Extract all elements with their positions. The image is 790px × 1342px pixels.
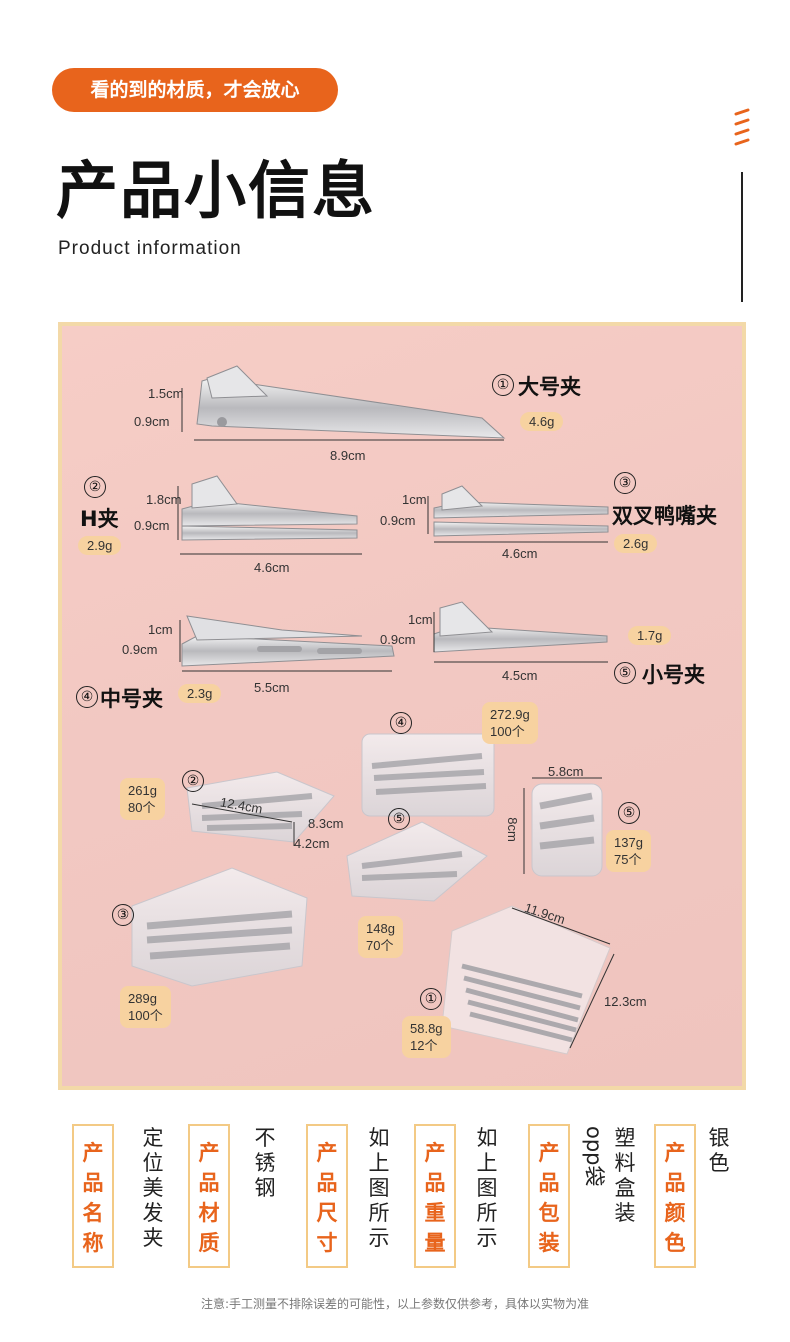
clip5-name: 小号夹 [642,663,705,687]
bag1-width: 12.3cm [604,994,647,1009]
clip2-number: ② [84,476,106,498]
clip5-length: 4.5cm [502,668,538,683]
box5-weight: 148g 70个 [358,916,403,958]
clip-medium [179,615,395,672]
jar5-diameter: 5.8cm [548,764,584,779]
bag1-number: ① [420,988,442,1010]
clip2-thickness: 0.9cm [134,518,170,533]
clip1-thickness: 0.9cm [134,414,170,429]
spec-label-packaging: 产品包装 [538,1141,560,1255]
product-photo: 1.5cm 0.9cm 8.9cm ① 大号夹 4.6g ② H夹 2.9g 1… [58,322,746,1090]
clip1-length: 8.9cm [330,448,366,463]
clip5-weight: 1.7g [628,626,672,645]
clip-double-fork [427,485,609,543]
box-5 [346,821,488,902]
spec-label-name: 产品名称 [82,1141,104,1255]
clip5-height: 1cm [408,612,433,627]
bag1-weight-value: 58.8g [410,1021,443,1036]
spec-tag-material: 产品材质 [188,1124,230,1268]
box4-count: 100个 [490,724,525,739]
box3-number: ③ [112,904,134,926]
clip1-height: 1.5cm [148,386,184,401]
spec-tag-size: 产品尺寸 [306,1124,348,1268]
spec-value-size: 如上图所示 [368,1126,390,1250]
clip2-length: 4.6cm [254,560,290,575]
box-3 [131,867,308,987]
clip4-name: 中号夹 [100,687,163,711]
clip1-weight: 4.6g [520,412,564,431]
box3-weight: 289g 100个 [120,986,171,1028]
spec-value-color: 银色 [708,1126,730,1175]
box4-number: ④ [390,712,412,734]
clips-illustration [131,365,615,1055]
jar5-count: 75个 [614,852,642,867]
box3-weight-value: 289g [128,991,157,1006]
box3-count: 100个 [128,1008,163,1023]
clip-small [433,601,608,663]
clip5-number: ⑤ [614,662,636,684]
clip3-length: 4.6cm [502,546,538,561]
box2-height: 4.2cm [294,836,330,851]
clip3-weight: 2.6g [614,534,658,553]
decorative-line [741,172,743,302]
clip1-name: 大号夹 [518,375,581,399]
bag1-count: 12个 [410,1038,438,1053]
clip2-name: H夹 [80,507,119,531]
box2-weight-value: 261g [128,783,157,798]
box4-weight: 272.9g 100个 [482,702,538,744]
clip2-height: 1.8cm [146,492,182,507]
box5-count: 70个 [366,938,394,953]
clip4-thickness: 0.9cm [122,642,158,657]
box5-weight-value: 148g [366,921,395,936]
box2-weight: 261g 80个 [120,778,165,820]
spec-value-name: 定位美发夹 [142,1126,164,1250]
decorative-stripes [734,108,750,146]
jar-5 [523,777,603,877]
clip1-number: ① [492,374,514,396]
spec-value-weight: 如上图所示 [476,1126,498,1250]
spec-value-packaging-2: opp袋 [582,1126,606,1187]
clip3-height: 1cm [402,492,427,507]
box5-number: ⑤ [388,808,410,830]
spec-label-color: 产品颜色 [664,1141,686,1255]
clip2-weight: 2.9g [78,536,122,555]
jar5-weight-value: 137g [614,835,643,850]
spec-value-material: 不锈钢 [254,1126,276,1200]
box4-weight-value: 272.9g [490,707,530,722]
jar5-number: ⑤ [618,802,640,824]
footnote: 注意:手工测量不排除误差的可能性，以上参数仅供参考，具体以实物为准 [200,1297,590,1311]
box2-number: ② [182,770,204,792]
bag1-weight: 58.8g 12个 [402,1016,451,1058]
clip4-length: 5.5cm [254,680,290,695]
box-4 [361,733,495,817]
spec-label-size: 产品尺寸 [316,1141,338,1255]
page-subtitle: Product information [58,238,242,259]
box2-count: 80个 [128,800,156,815]
box2-width: 8.3cm [308,816,344,831]
clip-large [181,365,506,441]
box-2 [186,771,335,846]
clip3-number: ③ [614,472,636,494]
jar5-weight: 137g 75个 [606,830,651,872]
page-title: 产品小信息 [56,154,377,227]
spec-tag-color: 产品颜色 [654,1124,696,1268]
clip3-name: 双叉鸭嘴夹 [612,504,717,528]
bag-1 [441,905,615,1055]
clip4-height: 1cm [148,622,173,637]
clip3-thickness: 0.9cm [380,513,416,528]
spec-tag-name: 产品名称 [72,1124,114,1268]
spec-value-packaging: 塑料盒装 [614,1126,636,1225]
spec-tag-weight: 产品重量 [414,1124,456,1268]
slogan-pill: 看的到的材质，才会放心 [52,68,338,112]
spec-tag-packaging: 产品包装 [528,1124,570,1268]
clip4-weight: 2.3g [178,684,222,703]
clip-h [177,475,362,555]
spec-label-material: 产品材质 [198,1141,220,1255]
jar5-height: 8cm [504,817,520,842]
spec-label-weight: 产品重量 [424,1141,446,1255]
clip5-thickness: 0.9cm [380,632,416,647]
clip4-number: ④ [76,686,98,708]
